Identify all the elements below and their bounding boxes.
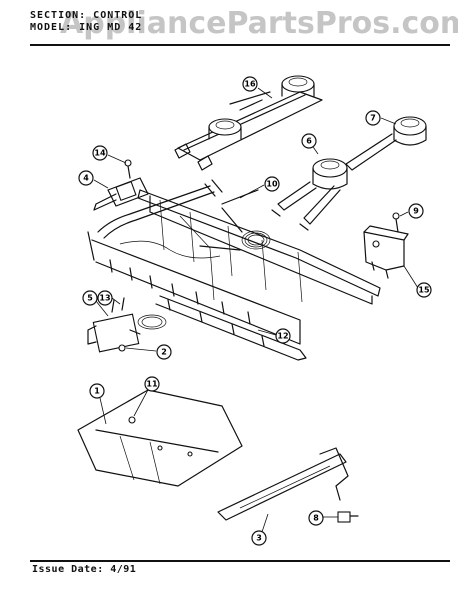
top-divider [30, 44, 450, 46]
callout-10: 10 [264, 176, 280, 192]
callout-label: 14 [94, 149, 106, 158]
thermostat [87, 297, 167, 353]
model-label: MODEL: ING MD 42 [30, 22, 143, 33]
callout-label: 2 [161, 348, 167, 357]
leader-lines [93, 87, 419, 533]
callout-label: 3 [256, 534, 262, 543]
callout-label: 1 [94, 387, 100, 396]
callout-7: 7 [365, 110, 381, 126]
callout-1: 1 [89, 383, 105, 399]
callout-label: 13 [99, 294, 110, 303]
callout-12: 12 [275, 328, 291, 344]
callout-5: 5 [82, 290, 98, 306]
mounting-bracket [363, 212, 409, 279]
callout-label: 12 [277, 332, 288, 341]
callout-2: 2 [156, 344, 172, 360]
callout-13: 13 [97, 290, 113, 306]
callout-6: 6 [301, 133, 317, 149]
callout-label: 4 [83, 174, 89, 183]
callout-label: 10 [266, 180, 278, 189]
bottom-divider [30, 560, 450, 562]
oven-burner [217, 447, 359, 523]
watermark: AppliancePartsPros.com [60, 6, 458, 41]
section-label: SECTION: CONTROL [30, 10, 143, 21]
callout-label: 6 [306, 137, 312, 146]
right-burner-assembly [271, 116, 427, 231]
callout-4: 4 [78, 170, 94, 186]
issue-date: Issue Date: 4/91 [32, 564, 137, 575]
callout-label: 15 [418, 286, 430, 295]
callout-label: 16 [244, 80, 256, 89]
callout-9: 9 [408, 203, 424, 219]
callout-11: 11 [144, 376, 160, 392]
callout-14: 14 [92, 145, 108, 161]
thermocouple [199, 189, 271, 251]
callout-16: 16 [242, 76, 258, 92]
manifold-pipe [155, 295, 307, 361]
callout-15: 15 [416, 282, 432, 298]
callout-label: 5 [87, 294, 93, 303]
top-burner-assembly [174, 75, 323, 171]
header: SECTION: CONTROL MODEL: ING MD 42 [30, 10, 142, 34]
callout-3: 3 [251, 530, 267, 546]
callout-label: 9 [413, 207, 419, 216]
burner-valve [93, 159, 149, 211]
manifold-assembly [87, 179, 381, 345]
callout-label: 7 [370, 114, 376, 123]
callout-label: 11 [146, 380, 158, 389]
callout-label: 8 [313, 514, 319, 523]
callout-8: 8 [308, 510, 324, 526]
burner-plate [77, 389, 243, 487]
